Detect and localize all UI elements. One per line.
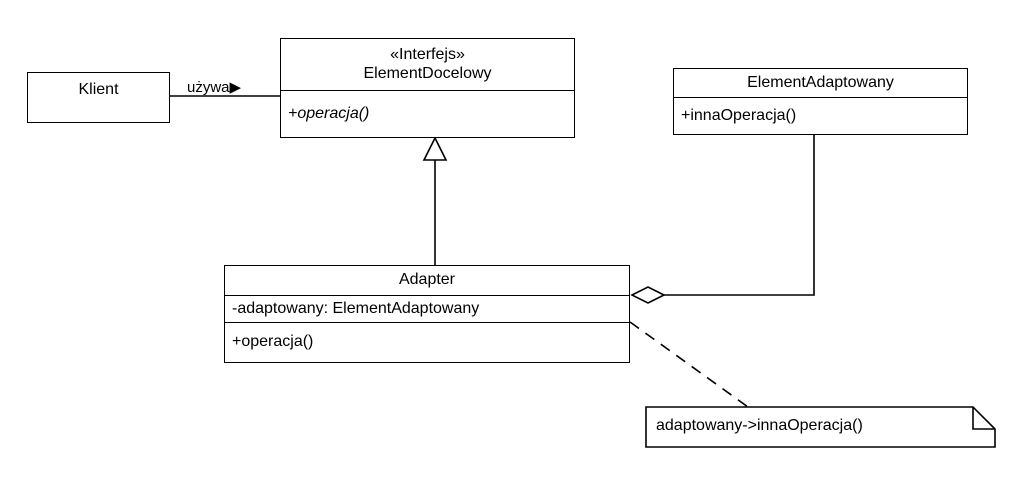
- generalization-arrowhead-icon: [422, 136, 448, 161]
- class-stereotype-element-docelowy: «Interfejs»: [390, 46, 465, 64]
- class-operations-compartment: +operacja(): [281, 91, 574, 137]
- class-name-element-adaptowany: ElementAdaptowany: [747, 73, 894, 91]
- operation-operacja: +operacja(): [232, 332, 314, 350]
- class-name-klient: Klient: [78, 81, 119, 99]
- class-name-adapter: Adapter: [398, 271, 456, 289]
- class-name-compartment: ElementAdaptowany: [674, 69, 967, 98]
- association-label-uses: używa▶: [187, 78, 241, 96]
- class-box-element-adaptowany[interactable]: ElementAdaptowany +innaOperacja(): [673, 68, 968, 135]
- operation-operacja: +operacja(): [288, 104, 370, 122]
- class-box-klient[interactable]: Klient: [27, 72, 170, 123]
- class-name-compartment: Adapter: [225, 266, 629, 296]
- class-operations-compartment: +innaOperacja(): [674, 98, 967, 134]
- class-box-adapter[interactable]: Adapter -adaptowany: ElementAdaptowany +…: [224, 265, 630, 363]
- association-label-text: używa: [187, 79, 230, 96]
- class-name-element-docelowy: ElementDocelowy: [363, 64, 492, 82]
- attribute-adaptowany: -adaptowany: ElementAdaptowany: [232, 299, 480, 317]
- class-box-element-docelowy[interactable]: «Interfejs» ElementDocelowy +operacja(): [280, 38, 575, 138]
- operation-inna-operacja: +innaOperacja(): [681, 106, 797, 124]
- class-name-compartment: Klient: [28, 73, 169, 122]
- association-arrow-icon: ▶: [229, 79, 242, 96]
- aggregation-diamond-icon: [630, 286, 666, 304]
- note-anchor-line: [629, 321, 749, 408]
- note-shape[interactable]: [645, 406, 996, 448]
- note-text: adaptowany->innaOperacja(): [656, 417, 863, 434]
- class-attributes-compartment: -adaptowany: ElementAdaptowany: [225, 296, 629, 323]
- note-folded-corner-icon: [972, 407, 995, 430]
- aggregation-line: [663, 135, 815, 296]
- class-name-compartment: «Interfejs» ElementDocelowy: [281, 39, 574, 91]
- class-operations-compartment: +operacja(): [225, 323, 629, 361]
